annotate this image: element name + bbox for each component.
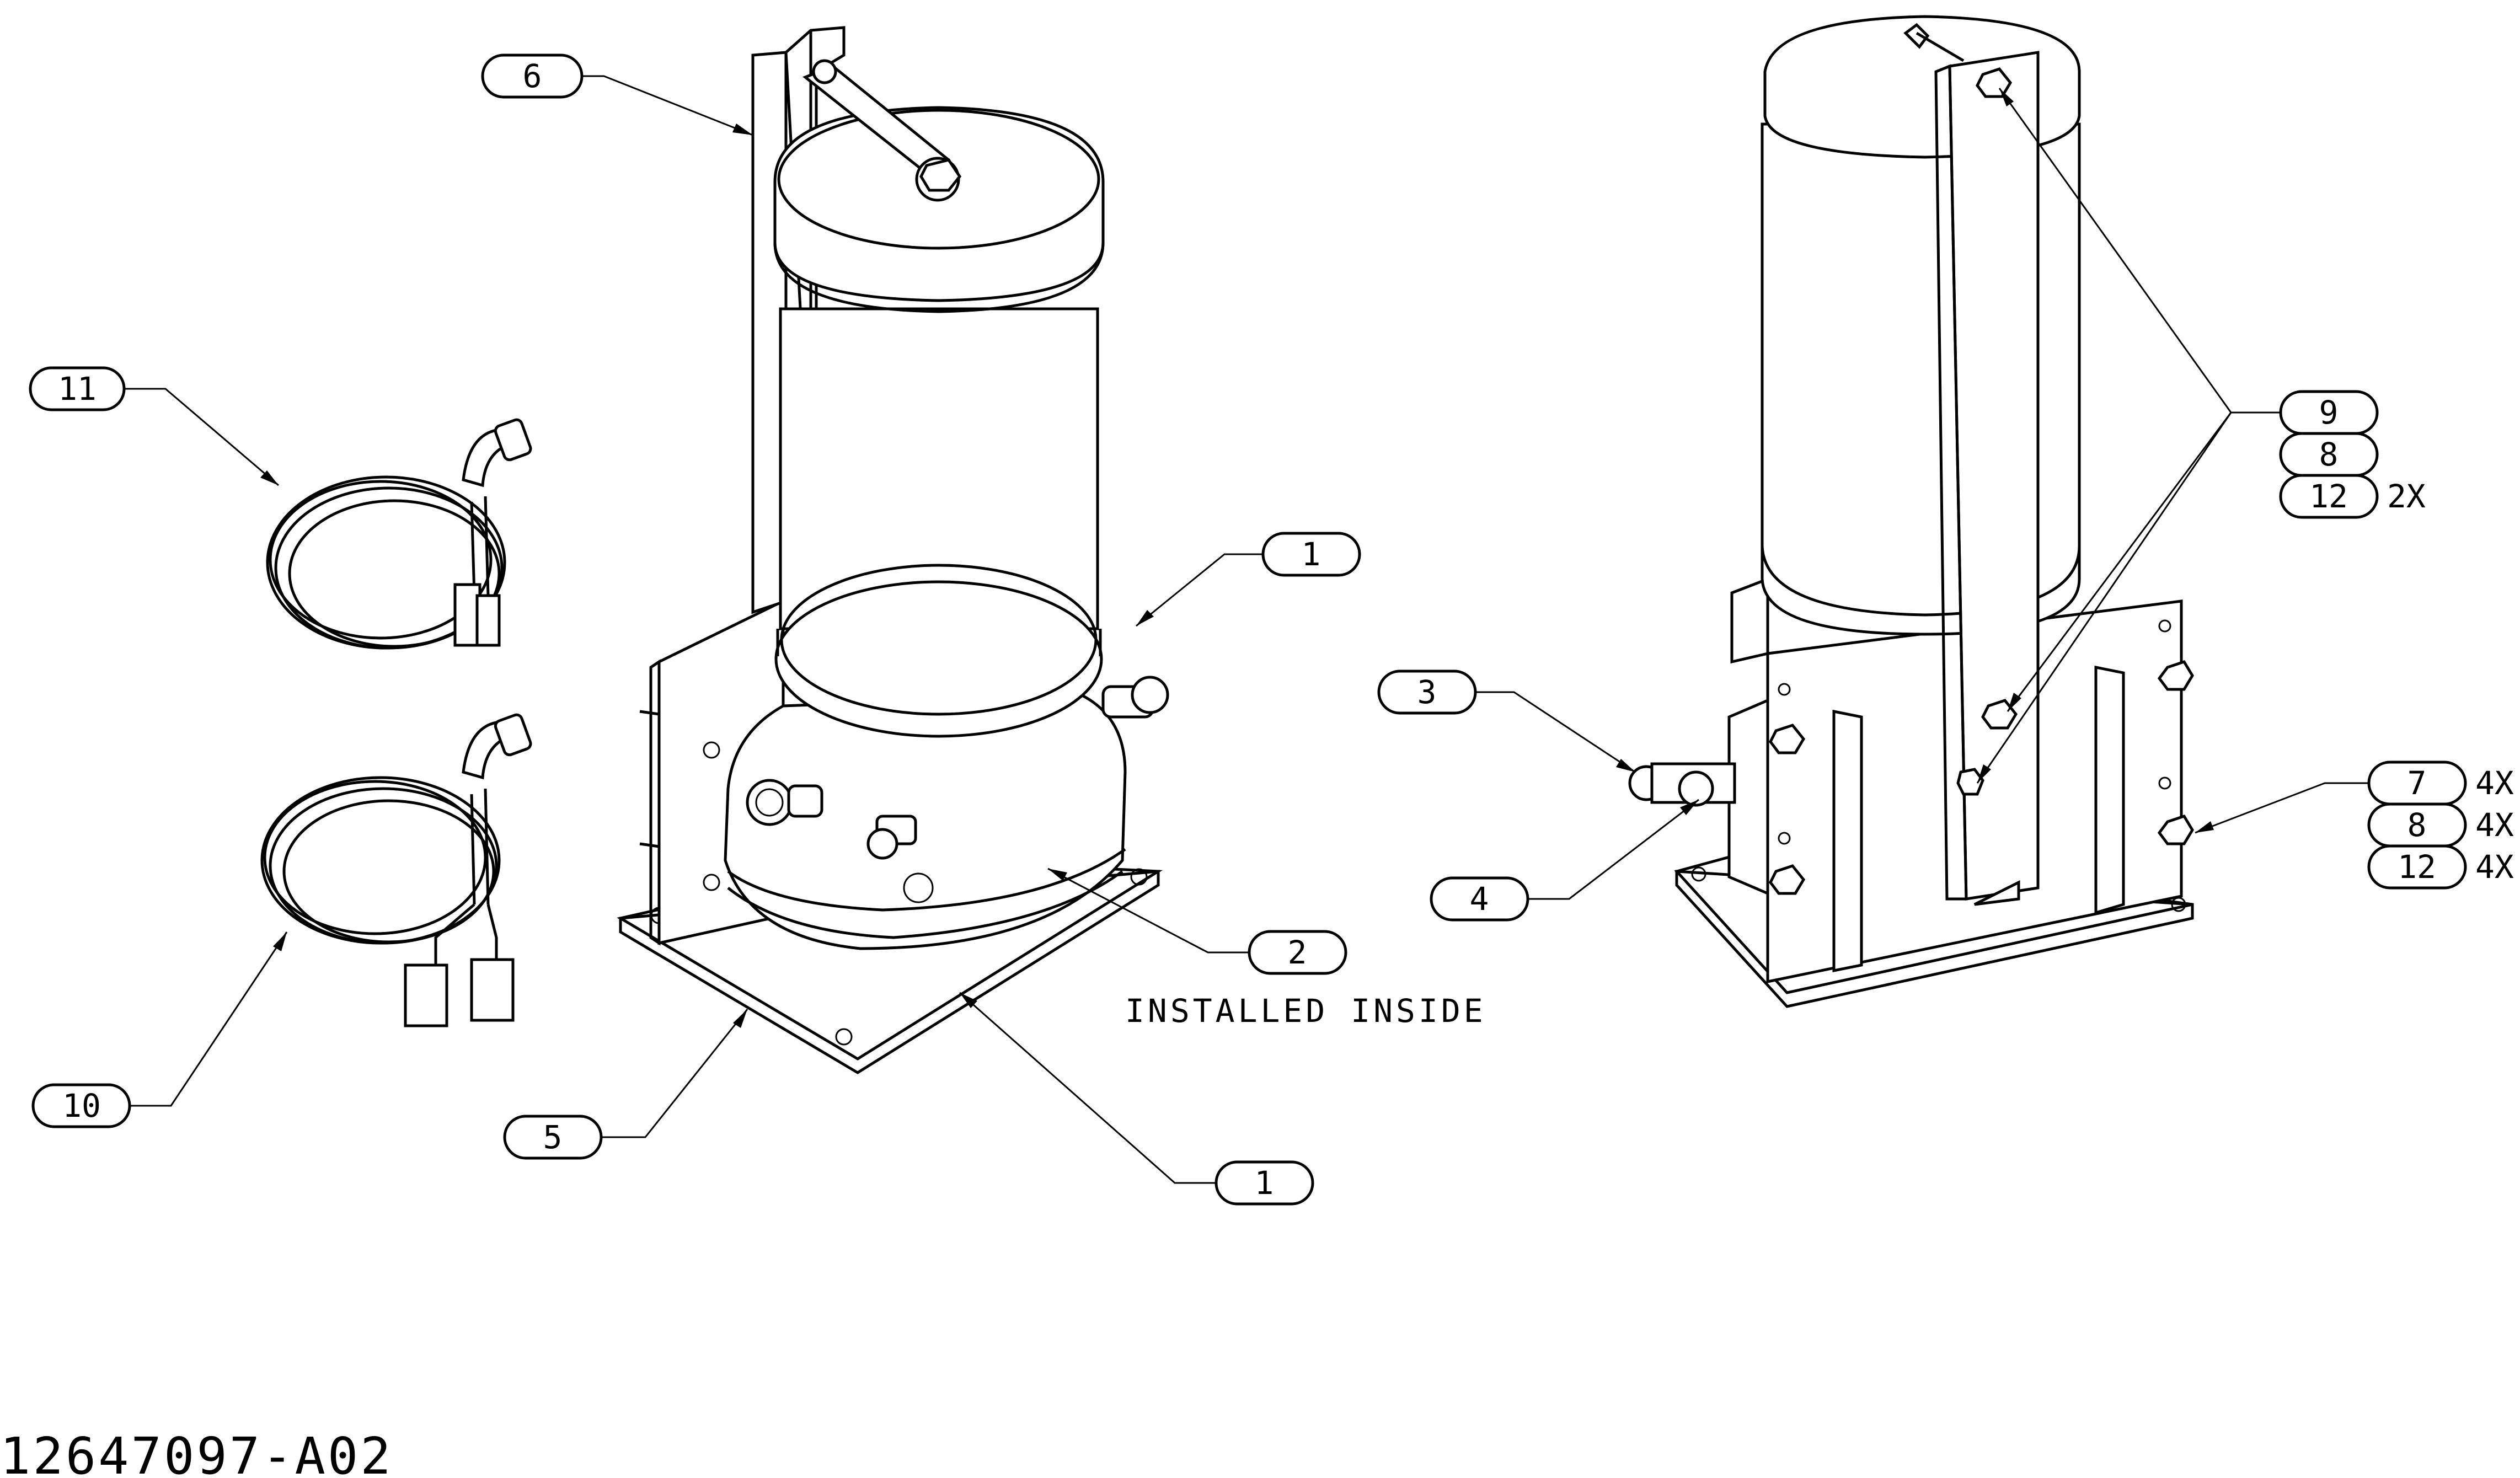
svg-text:12: 12 (2398, 848, 2436, 886)
right-assembly (1628, 15, 2194, 1008)
callout-11: 11 (29, 366, 126, 411)
svg-text:8: 8 (2407, 806, 2427, 844)
left-assembly (617, 26, 1169, 1074)
callout-3: 3 (1377, 670, 1477, 715)
svg-text:1: 1 (1255, 1164, 1274, 1202)
svg-text:INSTALLED INSIDE: INSTALLED INSIDE (1125, 992, 1486, 1030)
callout-9: 9 (2279, 390, 2379, 435)
hose-item-11 (266, 418, 532, 650)
svg-text:10: 10 (62, 1087, 101, 1124)
drawing-number: 12647097-A02 (0, 1427, 393, 1478)
note-installed-inside: INSTALLED INSIDE (1125, 992, 1486, 1030)
svg-text:5: 5 (543, 1118, 563, 1156)
callout-7: 7 4X (2367, 761, 2514, 806)
callout-12-top: 12 2X (2279, 474, 2426, 519)
callout-4: 4 (1430, 876, 1529, 922)
svg-text:11: 11 (58, 370, 97, 408)
svg-text:2: 2 (1288, 934, 1307, 971)
callout-8-top: 8 (2279, 432, 2379, 477)
qty-8-bottom: 4X (2475, 806, 2514, 844)
callout-1-bottom: 1 (1214, 1160, 1314, 1206)
qty-12-bottom: 4X (2475, 848, 2514, 886)
qty-12-top: 2X (2387, 478, 2426, 515)
svg-text:3: 3 (1417, 673, 1437, 711)
svg-text:12: 12 (2309, 478, 2348, 515)
callout-10: 10 (31, 1083, 131, 1128)
qty-7: 4X (2475, 764, 2514, 802)
callout-2: 2 (1248, 930, 1347, 975)
svg-text:6: 6 (523, 57, 542, 95)
callout-5: 5 (503, 1115, 603, 1160)
svg-text:9: 9 (2319, 394, 2339, 431)
callout-12-bottom: 12 4X (2367, 844, 2514, 890)
callout-1-top: 1 (1261, 532, 1361, 577)
leader-lines (124, 75, 2369, 1184)
svg-text:4: 4 (1470, 880, 1489, 918)
callout-8-bottom: 8 4X (2367, 802, 2514, 848)
svg-text:1: 1 (1302, 535, 1321, 573)
callout-6: 6 (481, 53, 584, 99)
svg-text:7: 7 (2407, 764, 2427, 802)
svg-text:8: 8 (2319, 436, 2339, 473)
hose-item-10 (260, 713, 532, 1027)
